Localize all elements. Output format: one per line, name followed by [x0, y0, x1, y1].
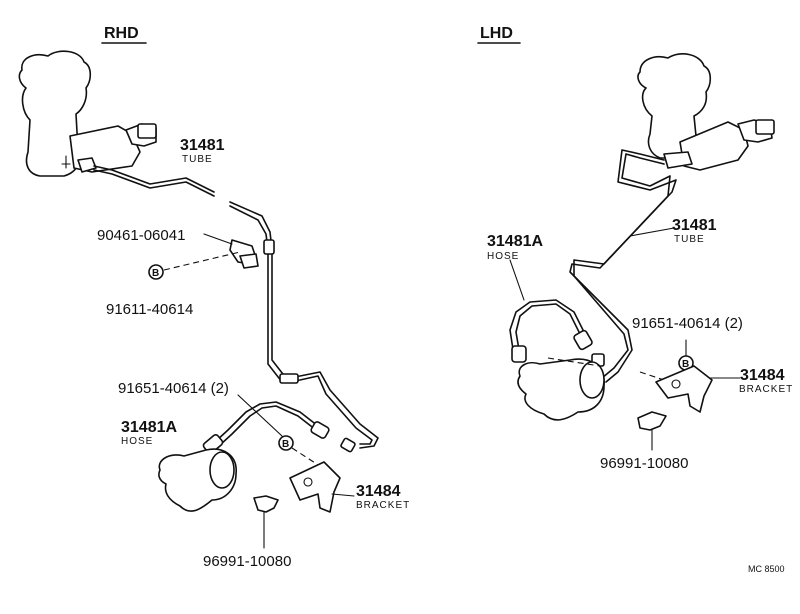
lhd-bracket: [655, 365, 741, 413]
lhd-hose-name: HOSE: [487, 251, 519, 262]
lhd-bracket-name: BRACKET: [739, 384, 793, 395]
rhd-tube-name: TUBE: [182, 154, 213, 165]
rhd-bracket-clip: [253, 495, 279, 549]
lhd-hose-leader: [509, 259, 525, 301]
rhd-hose-number: 31481A: [121, 419, 177, 436]
rhd-bracket-number: 31484: [356, 483, 401, 500]
rhd-bolt-marker: B: [148, 251, 241, 280]
rhd-master-cylinder: [18, 50, 157, 177]
lhd-bracket-number: 31484: [740, 367, 785, 384]
lhd-tube-number: 31481: [672, 217, 717, 234]
figure-code: MC 8500: [748, 564, 785, 574]
lhd-bolt-number: 91651-40614 (2): [632, 315, 743, 332]
rhd-bracket-name: BRACKET: [356, 500, 410, 511]
lhd-heading: LHD: [480, 25, 513, 42]
lhd-bolt-marker: B: [639, 339, 694, 381]
lhd-clip-number: 96991-10080: [600, 455, 688, 472]
rhd-section: RHD B: [18, 25, 410, 570]
lhd-marker-b: B: [682, 359, 689, 370]
rhd-bracket: [289, 461, 355, 513]
lhd-bracket-clip: [637, 411, 667, 451]
lhd-tube-leader: [629, 227, 675, 237]
lhd-hose-number: 31481A: [487, 233, 543, 250]
rhd-release-cylinder: [158, 448, 237, 512]
rhd-tube-number: 31481: [180, 137, 225, 154]
rhd-hose-bolt-number: 91651-40614 (2): [118, 380, 229, 397]
rhd-clip2-number: 96991-10080: [203, 553, 291, 570]
rhd-hose-name: HOSE: [121, 436, 153, 447]
rhd-clip-number: 90461-06041: [97, 227, 185, 244]
rhd-tube-clip: [203, 233, 259, 269]
lhd-tube-line: [569, 149, 677, 383]
rhd-bolt-number: 91611-40614: [106, 301, 193, 318]
lhd-tube-name: TUBE: [674, 234, 705, 245]
lhd-hose: [509, 299, 605, 367]
rhd-tube-line: [93, 165, 379, 449]
rhd-hose: [202, 401, 356, 457]
rhd-marker-b: B: [152, 268, 159, 279]
rhd-marker-b2: B: [282, 439, 289, 450]
lhd-master-cylinder: [637, 53, 775, 171]
lhd-section: LHD: [477, 25, 793, 472]
rhd-heading: RHD: [104, 25, 139, 42]
lhd-release-cylinder: [517, 357, 605, 421]
